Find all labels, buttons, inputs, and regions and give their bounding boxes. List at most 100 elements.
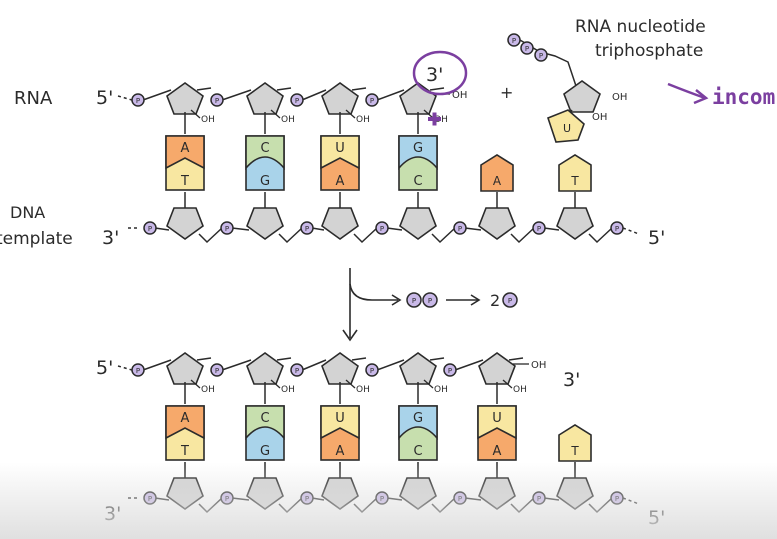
rna-phosphate-0-0-label: P [136, 97, 140, 105]
rna-sugar-1-3 [399, 352, 437, 385]
dna-phosphate-0-2 [300, 221, 314, 235]
rna-base-letter-1-3: G [413, 411, 423, 426]
pyrophosphate-2-label: P [428, 297, 432, 305]
unpaired-dna-base-0-1 [558, 154, 592, 192]
dna-sugar-0-2 [321, 207, 359, 240]
rna-base-0-3 [398, 135, 438, 171]
dna-link-0-0 [154, 227, 223, 244]
rna-sugar-1-1 [246, 352, 284, 385]
rna-oh-bond-0-2 [345, 109, 356, 119]
rna-base-letter-0-0: A [181, 141, 190, 156]
dna-base-letter-1-2: A [336, 444, 345, 459]
dna-five-prime-label-bottom: 5' [648, 507, 665, 529]
rna-phosphate-0-1-label: P [215, 97, 219, 105]
dna-link-0-1 [231, 227, 303, 244]
step-before-panel: OHOHOHOHPPPPOHATCGUAGCPPPPPPPAT [117, 82, 640, 244]
rna-lead-dash-1 [117, 365, 133, 371]
rna-phosphate-1-4-label: P [448, 367, 452, 375]
rna-oh-1-0: OH [201, 385, 215, 395]
dna-sugar-0-0 [166, 207, 204, 240]
free-phosphate-label: P [508, 297, 512, 305]
dna-tail-dash-0 [622, 227, 640, 235]
rna-oh-0-0: OH [201, 115, 215, 125]
reaction-arrow-head [342, 329, 358, 342]
rna-phosphate-0-3-label: P [370, 97, 374, 105]
rna-link-0-0 [142, 87, 212, 101]
rna-oh-1-4: OH [513, 385, 527, 395]
dna-phosphate-1-2-label: P [305, 495, 309, 503]
nucleotide-phosphate-2-label: P [525, 45, 529, 53]
rna-base-letter-0-1: C [260, 141, 269, 156]
unpaired-dna-letter-0-0: A [493, 174, 502, 188]
rna-oh-bond-1-4 [502, 379, 513, 389]
dna-phosphate-1-0-label: P [148, 495, 152, 503]
dna-sugar-1-2 [321, 477, 359, 510]
rna-phosphate-1-1-label: P [215, 367, 219, 375]
nucleotide-title-line1: RNA nucleotide [575, 17, 706, 37]
dna-base-letter-0-1: G [260, 174, 270, 189]
template-strand-label: template [0, 229, 73, 249]
rna-phosphate-1-2-label: P [295, 367, 299, 375]
rna-phosphate-0-0 [131, 93, 145, 107]
rna-link-1-3 [376, 357, 445, 371]
dna-sugar-1-3 [399, 477, 437, 510]
rna-base-1-2 [320, 405, 360, 440]
rna-three-prime-label-bottom: 3' [563, 369, 580, 391]
dna-phosphate-0-5 [532, 221, 546, 235]
rna-phosphate-0-2 [290, 93, 304, 107]
rna-base-1-1 [245, 405, 285, 441]
rna-sugar-0-2 [321, 82, 359, 115]
rna-phosphate-1-0 [131, 363, 145, 377]
rna-phosphate-0-1 [210, 93, 224, 107]
dna-strand-label: DNA [10, 203, 45, 222]
rna-lead-dash-0 [117, 95, 133, 101]
dna-phosphate-1-1-label: P [225, 495, 229, 503]
rna-3prime-oh-1: OH [531, 360, 546, 371]
dna-phosphate-0-1 [220, 221, 234, 235]
rna-sugar-0-0 [166, 82, 204, 115]
released-phosphate-count: 2 [490, 291, 500, 310]
dna-sugar-0-3 [399, 207, 437, 240]
dna-base-letter-1-4: A [493, 444, 502, 459]
dna-link-0-5 [543, 227, 613, 244]
rna-link-1-2 [301, 357, 367, 371]
rna-base-letter-0-2: U [335, 141, 345, 156]
incoming-arrow [667, 82, 706, 100]
nucleotide-phosphate-3 [534, 48, 548, 62]
dna-base-letter-1-0: T [180, 444, 189, 459]
dna-sugar-0-1 [246, 207, 284, 240]
dna-sugar-1-4 [478, 477, 516, 510]
dna-phosphate-0-4 [453, 221, 467, 235]
dna-base-letter-0-0: T [180, 174, 189, 189]
unpaired-dna-letter-1-0: T [570, 444, 579, 458]
plus-marker-v [432, 112, 437, 126]
pyrophosphate-1-label: P [412, 297, 416, 305]
dna-five-prime-label-top: 5' [648, 227, 665, 249]
dna-sugar-0-5 [556, 207, 594, 240]
rna-phosphate-1-4 [443, 363, 457, 377]
rna-phosphate-1-3-label: P [370, 367, 374, 375]
nucleotide-base-shape [547, 109, 585, 143]
dna-phosphate-0-5-label: P [537, 225, 541, 233]
labels-panel: RNA DNA template 5' 3' 5' 5' 3' 3' 5' 3'… [0, 17, 775, 529]
three-prime-highlighted-label: 3' [426, 64, 443, 86]
dna-phosphate-0-6-label: P [615, 225, 619, 233]
rna-3prime-oh-0: OH [452, 90, 467, 101]
dna-phosphate-1-5-label: P [537, 495, 541, 503]
rna-five-prime-label-top: 5' [96, 87, 113, 109]
rna-link-0-2 [301, 87, 367, 101]
dna-base-letter-0-3: C [413, 174, 422, 189]
rna-base-letter-1-0: A [181, 411, 190, 426]
rna-oh-bond-0-1 [270, 109, 281, 119]
dna-sugar-0-4 [478, 207, 516, 240]
dna-phosphate-1-4-label: P [458, 495, 462, 503]
rna-oh-bond-0-0 [190, 109, 201, 119]
rna-base-letter-0-3: G [413, 141, 423, 156]
rna-oh-bond-0-3 [423, 109, 434, 119]
dna-tail-dash-1 [622, 497, 640, 505]
dna-link-0-3 [386, 227, 456, 244]
